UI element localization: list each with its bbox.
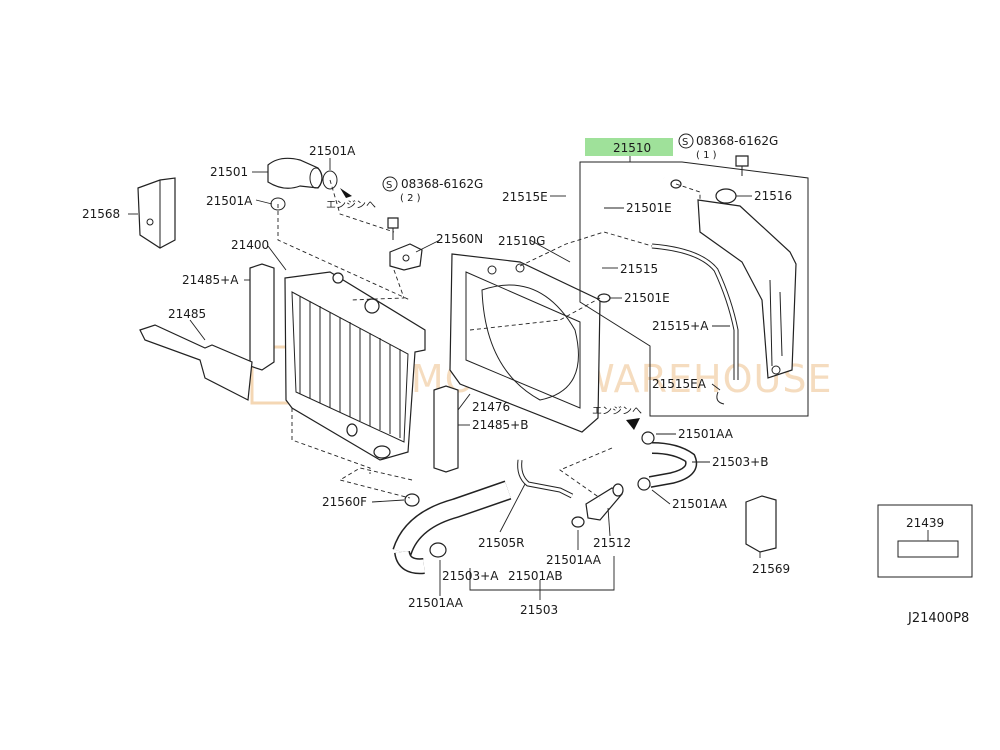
part-21515-hose-drawing [597, 173, 682, 303]
callout-21560N[interactable]: 21560N [436, 232, 483, 246]
callout-21501AA-mid[interactable]: 21501AA [546, 553, 602, 567]
callout-21501E-bottom[interactable]: 21501E [624, 291, 670, 305]
group-bracket-21503 [469, 556, 615, 600]
dashed-assembly-lines [277, 179, 701, 499]
bolt-symbol-right: S [682, 137, 688, 148]
callout-21501AA-right-1[interactable]: 21501AA [678, 427, 734, 441]
callout-21503A[interactable]: 21503+A [442, 569, 499, 583]
callout-21568[interactable]: 21568 [82, 207, 120, 221]
callout-21569[interactable]: 21569 [752, 562, 790, 576]
part-21505R-pipe-drawing [517, 459, 574, 499]
callout-21476[interactable]: 21476 [472, 400, 510, 414]
part-21485-deflector-drawing [139, 324, 253, 401]
part-21476-shroud-drawing [449, 253, 601, 433]
part-21503B-hose-drawing [637, 431, 698, 491]
part-21485A-seal-drawing [249, 263, 275, 371]
engine-arrow-top: エンジンへ [326, 188, 376, 211]
callout-21501AA-right-2[interactable]: 21501AA [672, 497, 728, 511]
bolt-right-qty: ( 1 ) [696, 150, 717, 161]
part-21569-bracket-drawing [745, 495, 777, 553]
callout-21485[interactable]: 21485 [168, 307, 206, 321]
reservoir-frame [579, 161, 809, 417]
bolt-top-part-number: 08368-6162G [401, 177, 483, 191]
svg-text:エンジンへ: エンジンへ [326, 200, 376, 211]
callout-21501AA-bottom-left[interactable]: 21501AA [408, 596, 464, 610]
callout-21400[interactable]: 21400 [231, 238, 269, 252]
diagram-code: J21400P8 [907, 611, 969, 626]
callout-21501A-top[interactable]: 21501A [309, 144, 356, 158]
part-21503-lower-hose-drawing [392, 480, 512, 575]
part-21568-bracket-drawing [137, 177, 176, 249]
callout-21515EA[interactable]: 21515EA [652, 377, 707, 391]
callout-21501E-top[interactable]: 21501E [626, 201, 672, 215]
callout-21501AB[interactable]: 21501AB [508, 569, 563, 583]
bolt-callout-right[interactable]: S 08368-6162G ( 1 ) [678, 133, 778, 161]
callout-21515E[interactable]: 21515E [502, 190, 548, 204]
callout-21503[interactable]: 21503 [520, 603, 558, 617]
callout-21515A[interactable]: 21515+A [652, 319, 709, 333]
bolt-right-part-number: 08368-6162G [696, 134, 778, 148]
callout-21560F[interactable]: 21560F [322, 495, 367, 509]
part-21439-label-box [877, 504, 973, 578]
callout-21510-highlighted[interactable]: 21510 [585, 138, 673, 156]
part-21400-radiator-drawing [284, 271, 426, 461]
part-21512-pipe-drawing [571, 483, 624, 528]
leader-lines [128, 156, 761, 596]
callout-21485A[interactable]: 21485+A [182, 273, 239, 287]
svg-text:エンジンへ: エンジンへ [592, 406, 642, 417]
callout-21515[interactable]: 21515 [620, 262, 658, 276]
engine-arrow-right: エンジンへ [592, 406, 642, 430]
callout-21503B[interactable]: 21503+B [712, 455, 768, 469]
callout-21505R[interactable]: 21505R [478, 536, 525, 550]
part-21560N-bracket-drawing [389, 243, 423, 271]
callout-21516[interactable]: 21516 [754, 189, 792, 203]
callout-21510: 21510 [613, 141, 651, 155]
part-21510-reservoir-drawing [697, 188, 797, 379]
callout-21512[interactable]: 21512 [593, 536, 631, 550]
part-21515A-tube-drawing [651, 243, 739, 405]
callout-21501[interactable]: 21501 [210, 165, 248, 179]
callout-21501A-left[interactable]: 21501A [206, 194, 253, 208]
bolt-right-drawing [735, 155, 749, 176]
callout-21439[interactable]: 21439 [906, 516, 944, 530]
callout-21510G[interactable]: 21510G [498, 234, 545, 248]
callout-21485B[interactable]: 21485+B [472, 418, 528, 432]
bolt-callout-top[interactable]: S 08368-6162G ( 2 ) [382, 176, 483, 204]
highlight-box [585, 138, 673, 156]
bolt-symbol-top: S [386, 180, 392, 191]
bolt-top-drawing [387, 217, 399, 240]
part-21485B-seal-drawing [433, 385, 459, 473]
bolt-top-qty: ( 2 ) [400, 193, 421, 204]
